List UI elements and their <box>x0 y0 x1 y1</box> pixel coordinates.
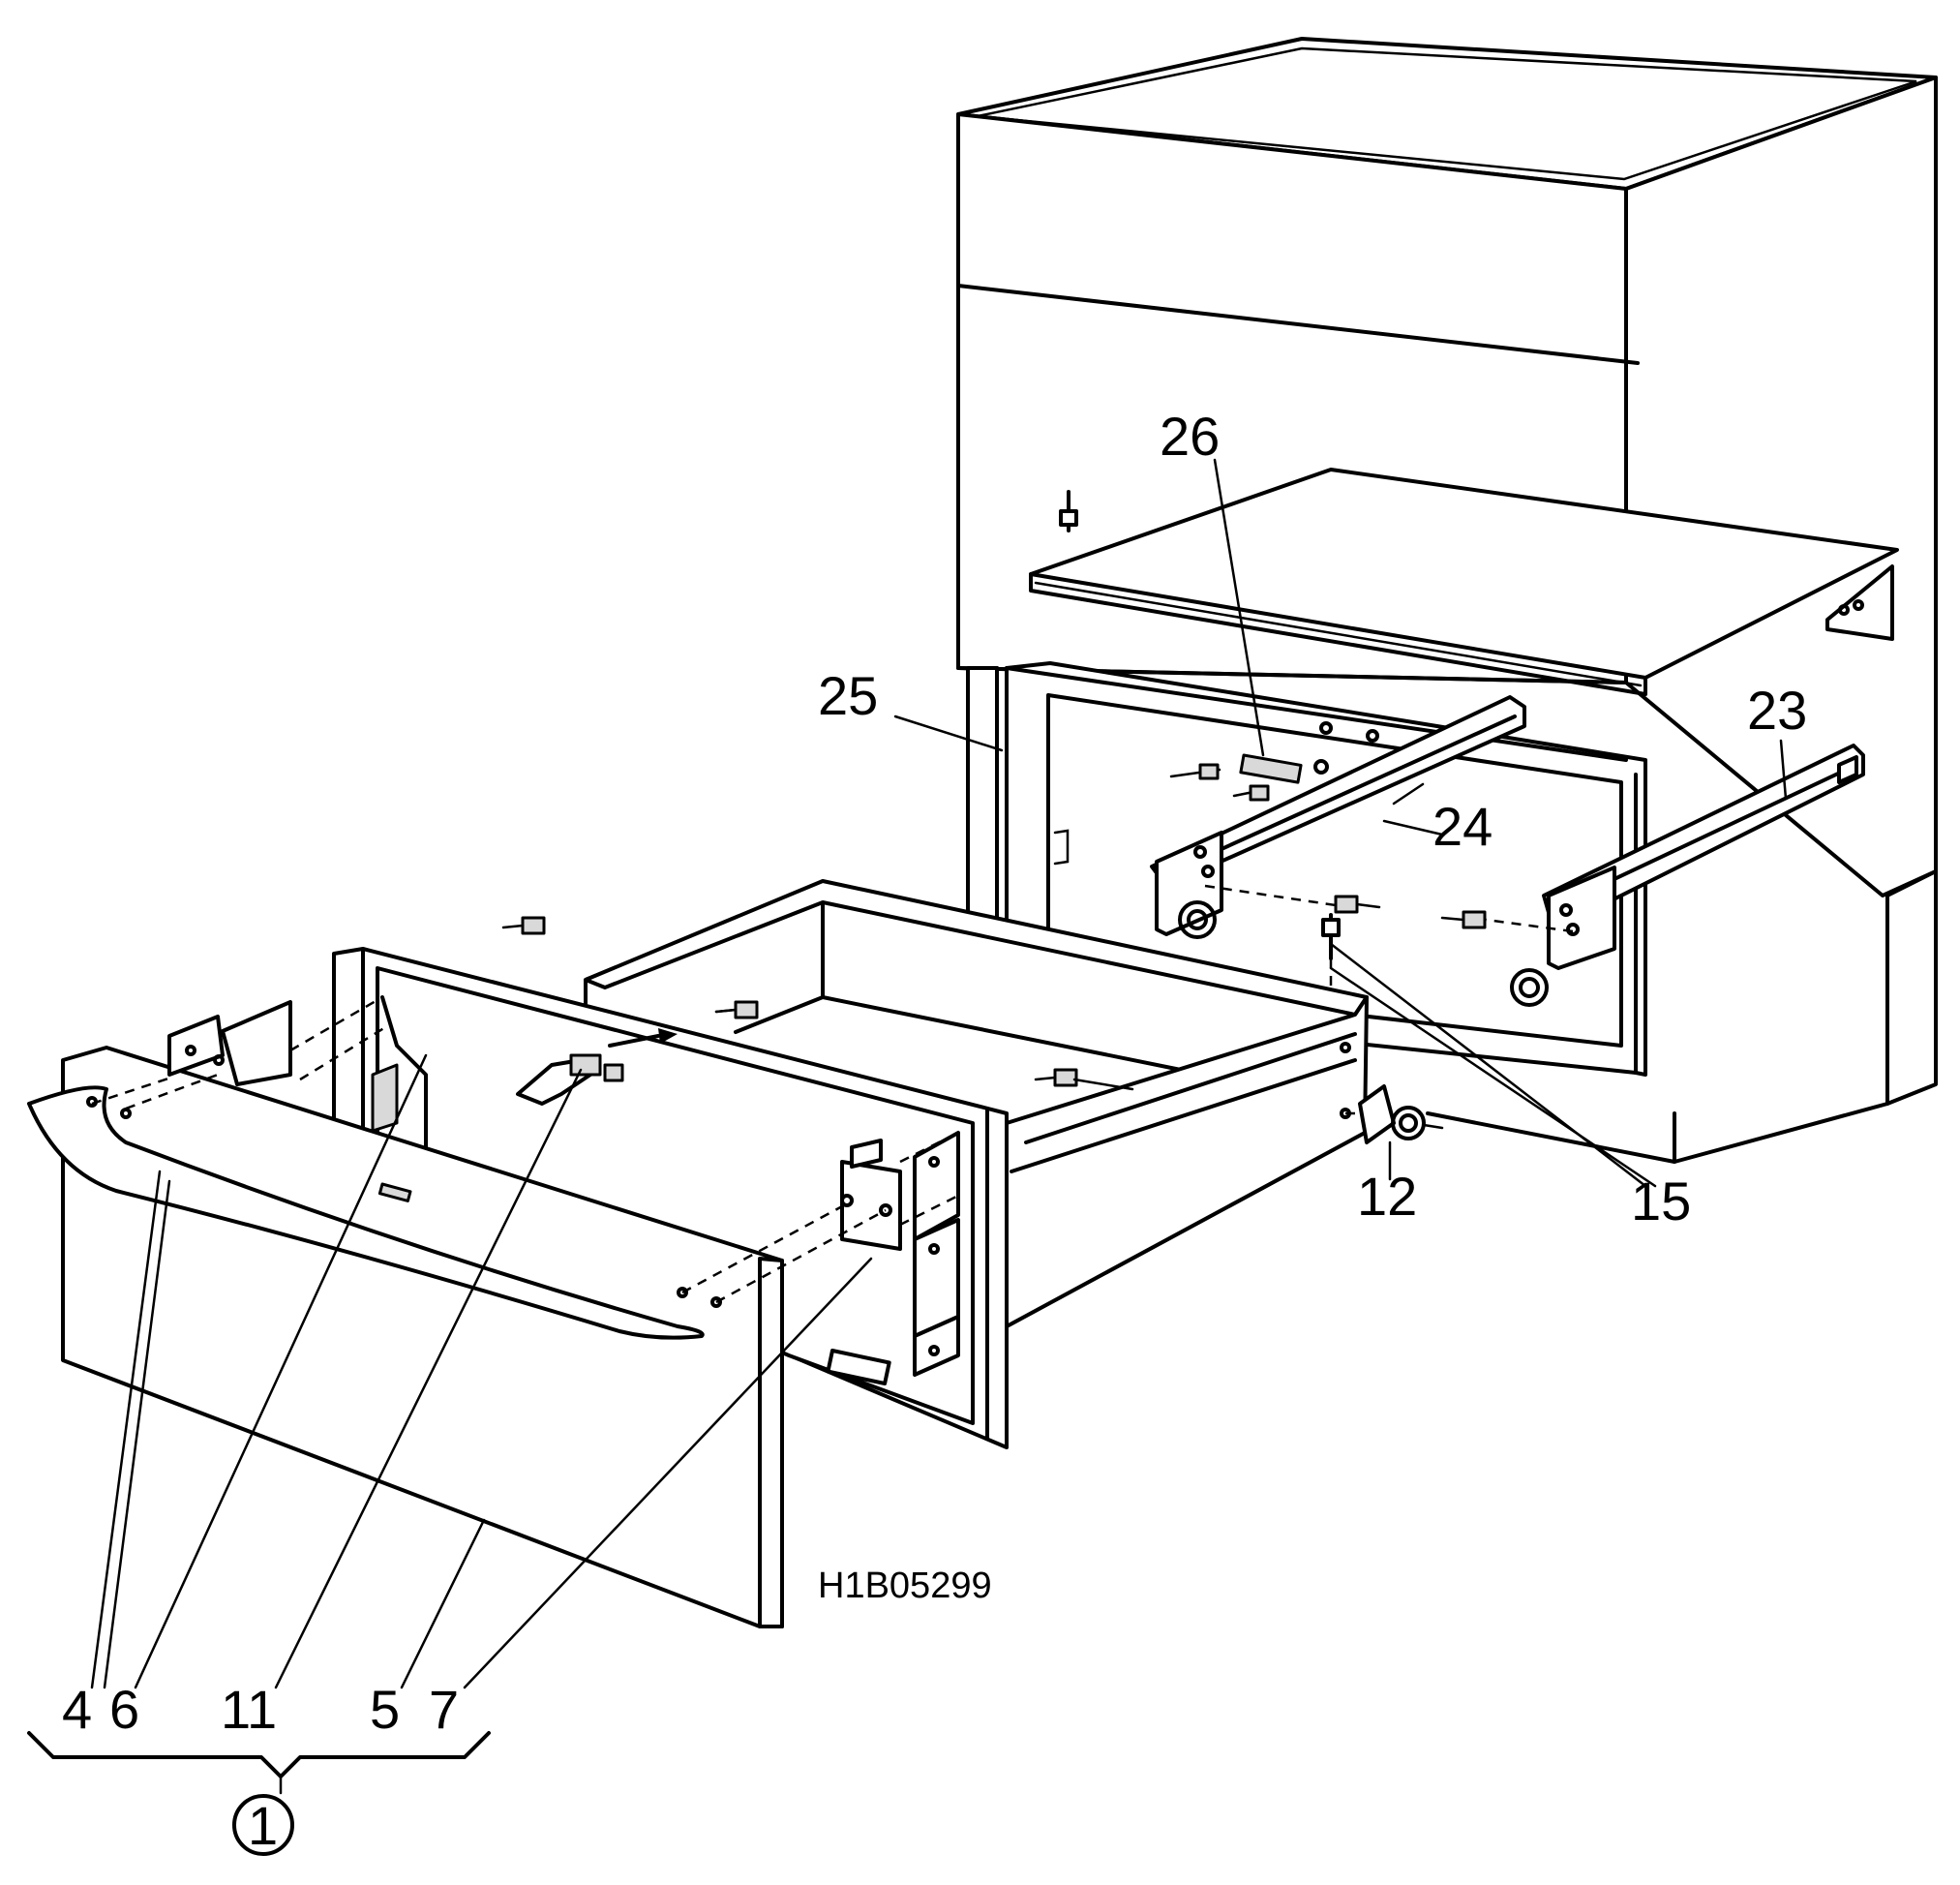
callout-5: 5 <box>370 1679 400 1740</box>
callout-23: 23 <box>1747 680 1807 741</box>
drawing-code: H1B05299 <box>818 1566 992 1606</box>
callout-15: 15 <box>1631 1171 1691 1231</box>
callout-4: 4 <box>62 1679 92 1740</box>
callout-11: 11 <box>221 1679 277 1740</box>
cabinet <box>956 37 1938 1164</box>
callout-1: 1 <box>248 1795 278 1856</box>
hinge-bracket-12 <box>1345 1084 1444 1144</box>
callout-7: 7 <box>429 1679 459 1740</box>
drawer-front-panel <box>27 995 959 1628</box>
leader-lines <box>27 458 1788 1856</box>
callout-26: 26 <box>1160 406 1220 467</box>
callout-24: 24 <box>1432 796 1493 857</box>
callout-6: 6 <box>109 1679 139 1740</box>
callout-25: 25 <box>818 665 878 726</box>
callout-labels: 26 25 23 24 12 15 H1B05299 4 6 11 5 7 1 <box>62 406 1807 1856</box>
callout-12: 12 <box>1357 1166 1417 1227</box>
